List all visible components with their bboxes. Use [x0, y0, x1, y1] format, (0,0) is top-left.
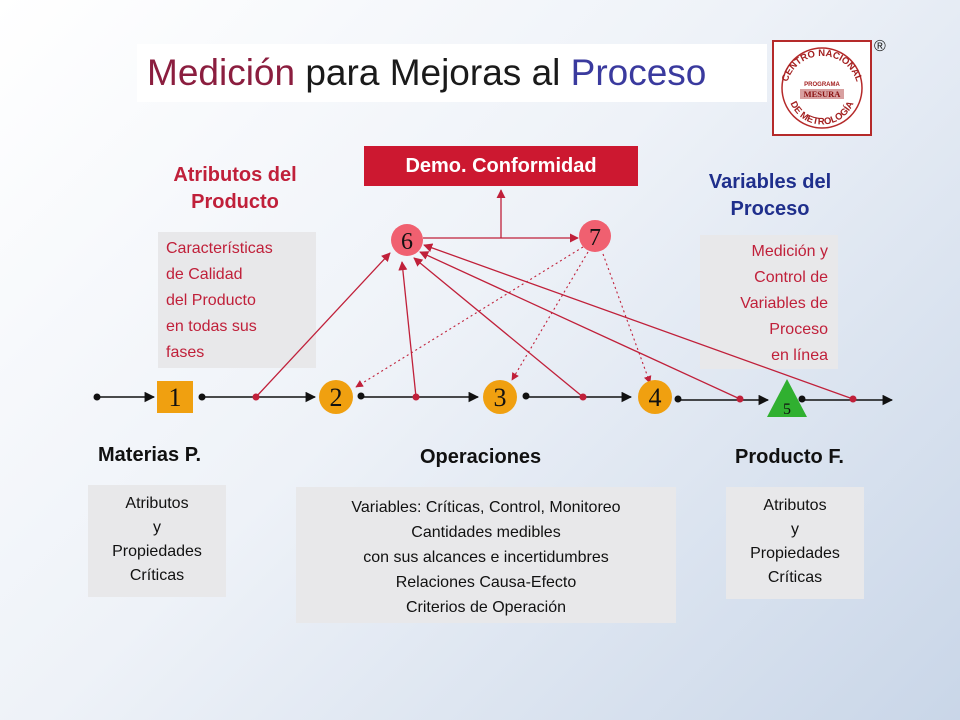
node-4 — [638, 380, 672, 414]
measure-point — [849, 395, 857, 403]
materias-box-line: Propiedades — [112, 543, 202, 560]
measurement-links — [255, 189, 854, 400]
process-dot — [798, 395, 806, 403]
operaciones-box-line: Variables: Críticas, Control, Monitoreo — [351, 499, 621, 516]
link-4-to-6 — [413, 257, 584, 398]
node-5-label: 5 — [783, 401, 791, 418]
materias-label: Materias P. — [98, 444, 202, 466]
measure-point — [579, 393, 587, 401]
link-5-to-6 — [419, 251, 741, 400]
node-7-label: 7 — [589, 225, 601, 251]
producto-label: Producto F. — [735, 446, 844, 468]
producto-box-line: Propiedades — [750, 545, 840, 562]
link-2-to-6 — [255, 252, 391, 398]
cenam-mesura-logo: CENTRO NACIONAL DE METROLOGÍA PROGRAMA M… — [772, 40, 872, 136]
link-out-to-6 — [423, 243, 854, 400]
medicion-line: Variables de — [740, 295, 828, 312]
operaciones-box-line: Cantidades medibles — [411, 524, 561, 541]
process-dot — [198, 393, 206, 401]
logo-mesura-text: MESURA — [804, 89, 842, 99]
materias-box: Atributos y Propiedades Críticas — [88, 485, 226, 597]
registered-mark: ® — [874, 38, 886, 55]
medicion-line: Medición y — [751, 243, 828, 260]
measurement-points — [252, 393, 857, 403]
process-line — [97, 391, 894, 406]
logo-program-text: PROGRAMA — [804, 82, 840, 88]
title-proceso: Proceso — [570, 52, 707, 93]
medicion-line: Control de — [754, 269, 828, 286]
producto-box-line: y — [791, 521, 799, 538]
measure-point — [252, 393, 260, 401]
feedback-7-to-4 — [602, 253, 652, 384]
operaciones-box-line: con sus alcances e incertidumbres — [363, 549, 609, 566]
node-1 — [157, 381, 193, 413]
node-5 — [767, 379, 807, 417]
caracteristicas-line: de Calidad — [166, 266, 243, 283]
process-dot — [357, 392, 365, 400]
title-medicion: Medición — [147, 52, 296, 93]
operaciones-label: Operaciones — [420, 446, 542, 468]
variables-proceso-heading: Variables del Proceso — [670, 169, 870, 223]
medicion-line: Proceso — [769, 321, 828, 338]
caracteristicas-line: en todas sus — [166, 318, 257, 335]
caracteristicas-line: del Producto — [166, 292, 256, 309]
caracteristicas-line: fases — [166, 344, 205, 361]
node-3 — [483, 380, 517, 414]
materias-box-line: Atributos — [125, 495, 189, 512]
feedback-7-to-3 — [511, 251, 589, 381]
link-3-to-6 — [398, 261, 417, 398]
atributos-producto-heading: Atributos del Producto — [140, 162, 330, 216]
node-1-label: 1 — [169, 383, 182, 412]
producto-box-line: Críticas — [767, 569, 823, 586]
process-dot — [674, 395, 682, 403]
operaciones-box: Variables: Críticas, Control, Monitoreo … — [296, 487, 676, 623]
operaciones-box-line: Relaciones Causa-Efecto — [395, 574, 577, 591]
medicion-control-box: Medición y Control de Variables de Proce… — [700, 235, 838, 369]
medicion-line: en línea — [771, 347, 828, 364]
materias-box-line: Críticas — [129, 567, 185, 584]
feedback-links — [355, 246, 652, 388]
process-dot — [93, 393, 101, 401]
producto-box-line: Atributos — [763, 497, 827, 514]
node-7 — [579, 220, 611, 252]
measure-point — [736, 395, 744, 403]
node-6 — [391, 224, 423, 256]
node-4-label: 4 — [649, 383, 662, 412]
node-2 — [319, 380, 353, 414]
atributos-heading-line2: Producto — [191, 191, 279, 213]
title-middle: para Mejoras al — [295, 52, 571, 93]
measure-point — [412, 393, 420, 401]
variables-heading-line1: Variables del — [708, 171, 832, 193]
producto-box: Atributos y Propiedades Críticas — [726, 487, 864, 599]
node-3-label: 3 — [494, 383, 507, 412]
process-dots — [93, 392, 806, 403]
caracteristicas-box: Características de Calidad del Producto … — [158, 232, 316, 368]
variables-heading-line2: Proceso — [730, 198, 810, 220]
node-6-label: 6 — [401, 229, 413, 255]
demo-conformidad-box: Demo. Conformidad — [364, 146, 638, 186]
operaciones-box-line: Criterios de Operación — [405, 599, 567, 616]
materias-box-line: y — [153, 519, 161, 536]
page-title: Medición para Mejoras al Proceso — [137, 44, 767, 102]
node-2-label: 2 — [330, 383, 343, 412]
caracteristicas-line: Características — [166, 240, 273, 257]
atributos-heading-line1: Atributos del — [173, 164, 297, 186]
process-dot — [522, 392, 530, 400]
